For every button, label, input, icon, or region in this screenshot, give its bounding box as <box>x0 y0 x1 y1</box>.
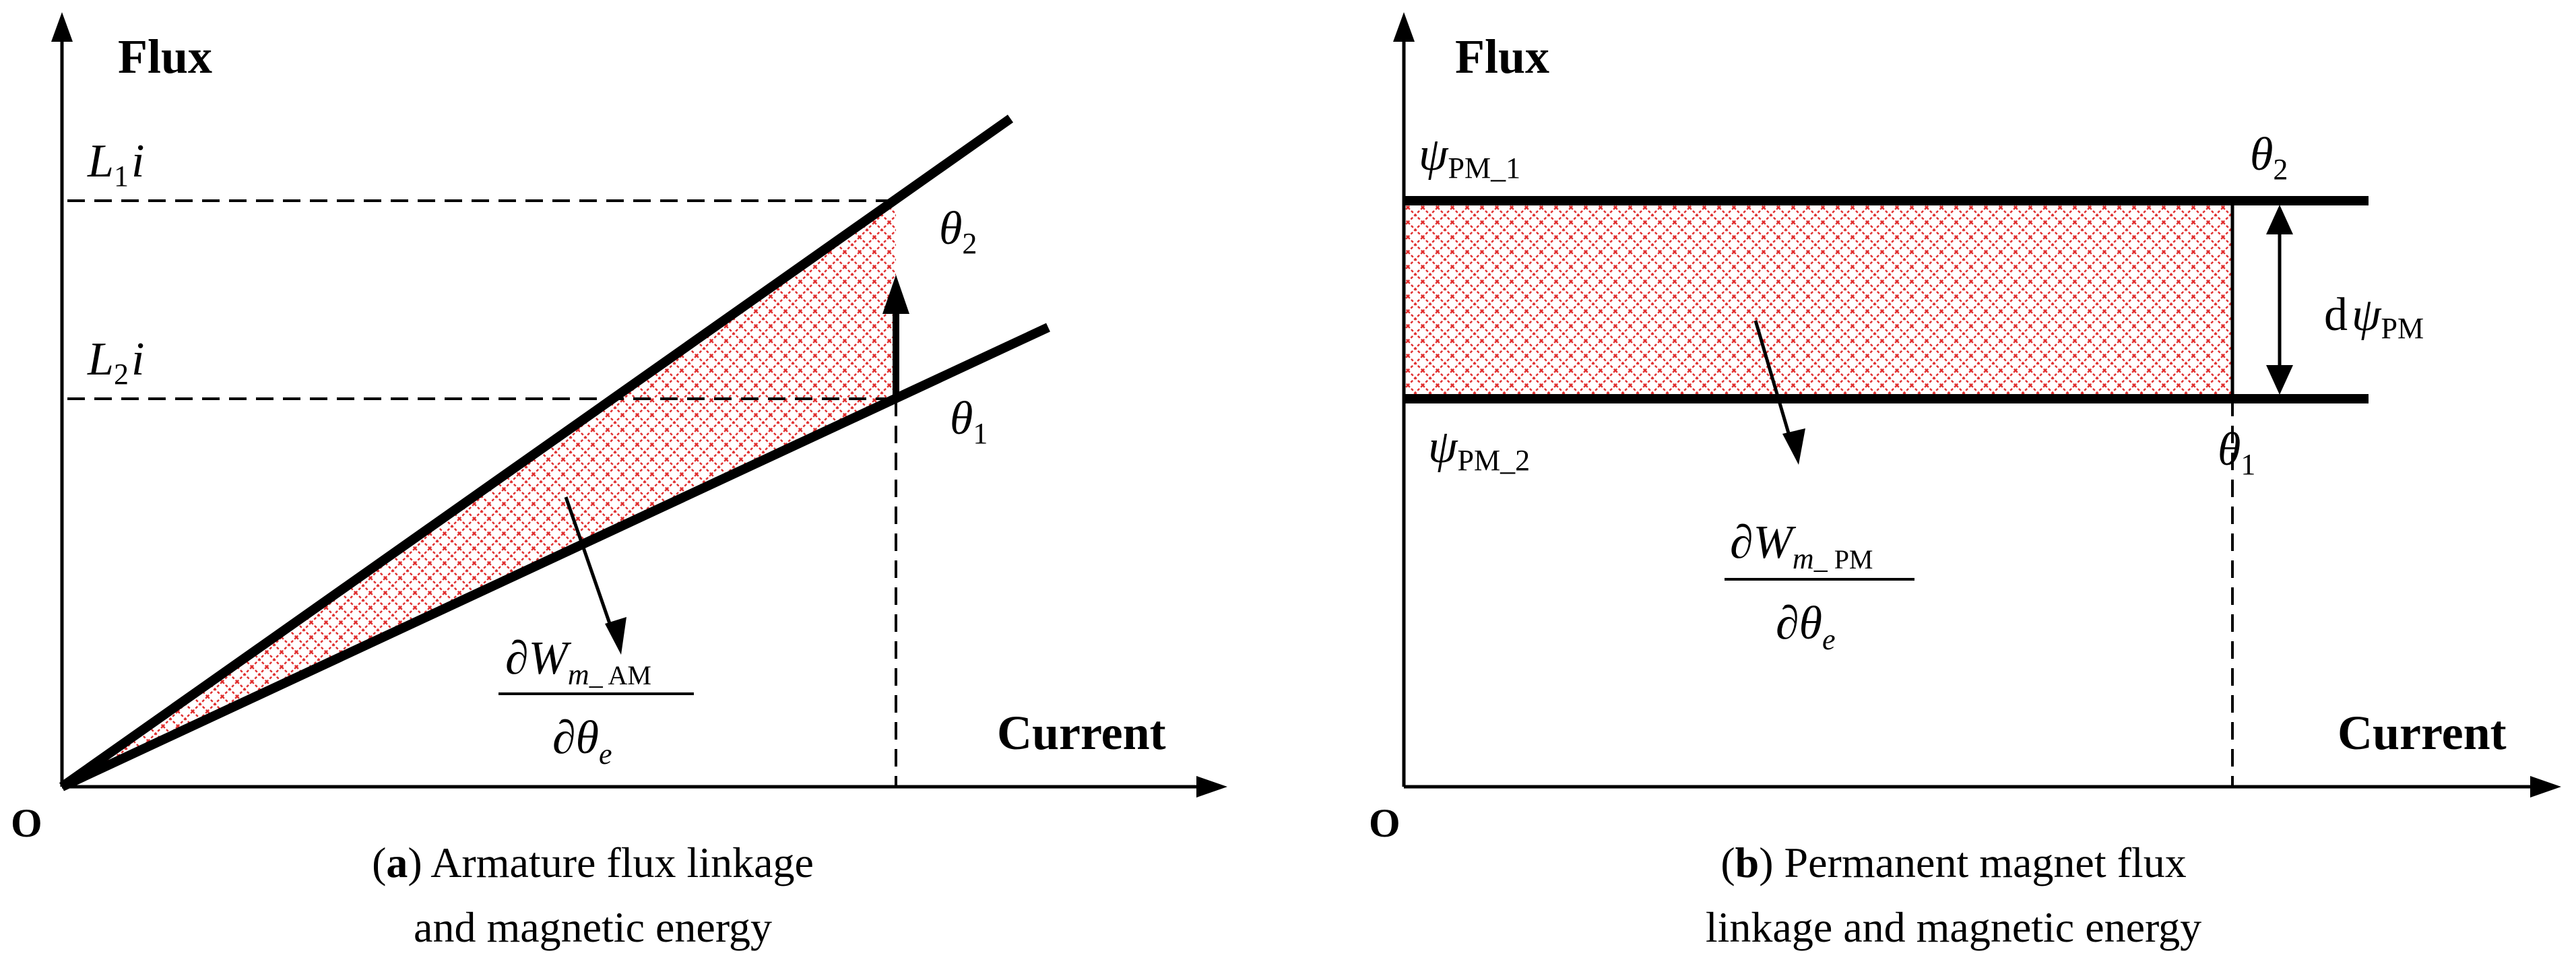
y-axis-arrow-a <box>51 12 73 42</box>
fraction-num-b: ∂Wm_ PM <box>1730 517 1873 575</box>
x-axis-title-b: Current <box>2338 706 2507 760</box>
theta1-label-a: θ1 <box>950 393 988 450</box>
fraction-den-a: ∂θe <box>552 712 612 771</box>
pointer-arrow-head-a <box>605 617 626 655</box>
theta2-label-a: θ2 <box>939 203 977 260</box>
theta2-label-b: θ2 <box>2250 129 2288 186</box>
x-axis-arrow-a <box>1196 776 1227 798</box>
y-axis-title-b: Flux <box>1455 30 1549 84</box>
y-axis-arrow-b <box>1393 12 1415 42</box>
caption-a-line2: and magnetic energy <box>414 903 772 951</box>
pointer-arrow-b <box>1753 320 1794 445</box>
line-L1-a <box>59 115 1014 791</box>
label-L1i-a: L1i <box>87 135 144 193</box>
psi1-label-b: ψPM_1 <box>1419 129 1520 185</box>
x-axis-title-a: Current <box>997 706 1166 760</box>
pointer-arrow-a <box>564 496 615 634</box>
caption-a-line1: (a) Armature flux linkage <box>372 839 814 886</box>
panel-b: Flux Current O ψPM_1 ψPM_2 θ2 θ1 dψPM ∂W… <box>1369 12 2561 951</box>
origin-a: O <box>11 801 42 845</box>
caption-b-line1: (b) Permanent magnet flux <box>1720 839 2186 886</box>
x-axis-arrow-b <box>2530 776 2561 798</box>
theta-arrow-head-a <box>882 275 909 314</box>
energy-region-b <box>1404 201 2232 399</box>
line-L2-a <box>60 323 1050 791</box>
dpsi-arrow-bottom-b <box>2266 365 2293 395</box>
caption-b-line2: linkage and magnetic energy <box>1706 903 2201 951</box>
dpsi-arrow-top-b <box>2266 205 2293 234</box>
y-axis-title-a: Flux <box>118 30 212 84</box>
theta1-label-b: θ1 <box>2218 424 2255 481</box>
dpsi-label-b: dψPM <box>2324 289 2424 345</box>
psi2-label-b: ψPM_2 <box>1428 421 1530 477</box>
label-L2i-a: L2i <box>87 333 144 391</box>
pointer-arrow-head-b <box>1782 428 1805 465</box>
fraction-num-a: ∂Wm_ AM <box>505 632 651 691</box>
panel-a: Flux Current O L1i L2i θ2 θ1 ∂Wm_ AM ∂θe… <box>11 12 1227 951</box>
origin-b: O <box>1369 801 1400 845</box>
fraction-den-b: ∂θe <box>1776 597 1836 656</box>
